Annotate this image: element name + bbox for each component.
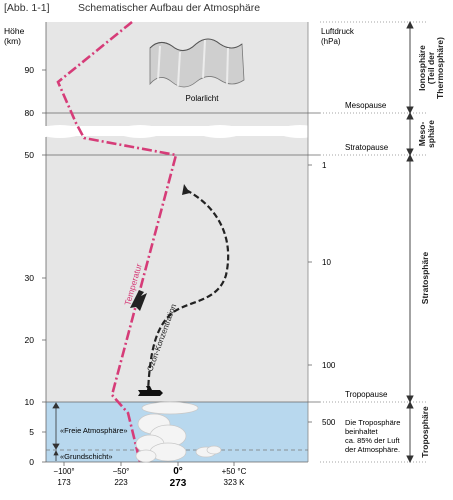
celsius-tick-zero: 0°: [173, 466, 183, 477]
celsius-tick: +50 °C: [222, 467, 247, 476]
kelvin-tick: 173: [57, 478, 71, 487]
ionosphere-label-3: Thermosphäre): [435, 37, 445, 99]
height-tick: 80: [25, 108, 35, 118]
height-tick: 50: [25, 150, 35, 160]
cumulus-cloud: [135, 401, 199, 463]
axis-break: [40, 125, 320, 138]
height-tick: 20: [25, 335, 35, 345]
temperature-curve: [56, 20, 178, 463]
aurora-label: Polarlicht: [186, 94, 220, 103]
pressure-axis-label-1: Luftdruck: [321, 27, 355, 36]
svg-text:ca. 85% der Luft: ca. 85% der Luft: [345, 436, 401, 445]
figure-title: Schematischer Aufbau der Atmosphäre: [78, 2, 260, 14]
height-axis-label-2: (km): [4, 36, 21, 46]
pressure-ticks: 1 10 100 500: [308, 161, 336, 427]
mesopause-label: Mesopause: [345, 101, 387, 110]
troposphere-label: Troposphäre: [420, 406, 430, 458]
celsius-tick: −50°: [113, 467, 130, 476]
height-ticks: 90 80 50 30 20 10 5 0: [25, 65, 46, 467]
free-atmosphere-label: «Freie Atmosphäre»: [60, 426, 128, 435]
rocket-silhouette: [130, 290, 147, 311]
ozone-curve-arrow: [182, 184, 190, 195]
svg-text:Die Troposphäre: Die Troposphäre: [345, 418, 400, 427]
kelvin-tick: 323 K: [224, 478, 246, 487]
pressure-tick: 1: [322, 161, 327, 170]
airplane-silhouette: [138, 386, 163, 396]
boundary-layer-label: «Grundschicht»: [60, 452, 113, 461]
height-tick: 30: [25, 273, 35, 283]
celsius-tick: −100°: [53, 467, 74, 476]
stratopause-label: Stratopause: [345, 143, 389, 152]
pressure-tick: 10: [322, 258, 331, 267]
pressure-tick: 500: [322, 418, 336, 427]
aurora-illustration: [149, 38, 245, 88]
figure-ref: [Abb. 1-1]: [4, 2, 50, 14]
temperature-axis-ticks: [63, 462, 235, 466]
height-tick: 5: [29, 427, 34, 437]
height-tick: 0: [29, 457, 34, 467]
height-axis-label-1: Höhe: [4, 26, 25, 36]
lower-atmosphere-panel: [46, 136, 308, 402]
kelvin-tick: 223: [114, 478, 128, 487]
layer-brackets: [406, 20, 414, 464]
mesosphere-label-1: Meso-: [417, 122, 427, 147]
troposphere-note: Die Troposphäre beinhaltet ca. 85% der L…: [345, 418, 401, 454]
pressure-tick: 100: [322, 361, 336, 370]
height-tick: 10: [25, 397, 35, 407]
height-tick: 90: [25, 65, 35, 75]
ionosphere-label-2: (Teil der: [426, 51, 436, 84]
kelvin-tick-zero: 273: [170, 478, 187, 489]
svg-text:beinhaltet: beinhaltet: [345, 427, 378, 436]
tropopause-label: Tropopause: [345, 390, 388, 399]
pressure-axis-label-2: (hPa): [321, 37, 341, 46]
ionosphere-label-1: Ionosphäre: [417, 45, 427, 91]
stratosphere-label: Stratosphäre: [420, 252, 430, 305]
small-cloud: [195, 445, 222, 458]
layer-names: Ionosphäre (Teil der Thermosphäre) Meso-…: [417, 37, 445, 458]
svg-text:der Atmosphäre.: der Atmosphäre.: [345, 445, 400, 454]
troposphere-brackets: [52, 402, 60, 461]
mesosphere-label-2: sphäre: [426, 120, 436, 148]
